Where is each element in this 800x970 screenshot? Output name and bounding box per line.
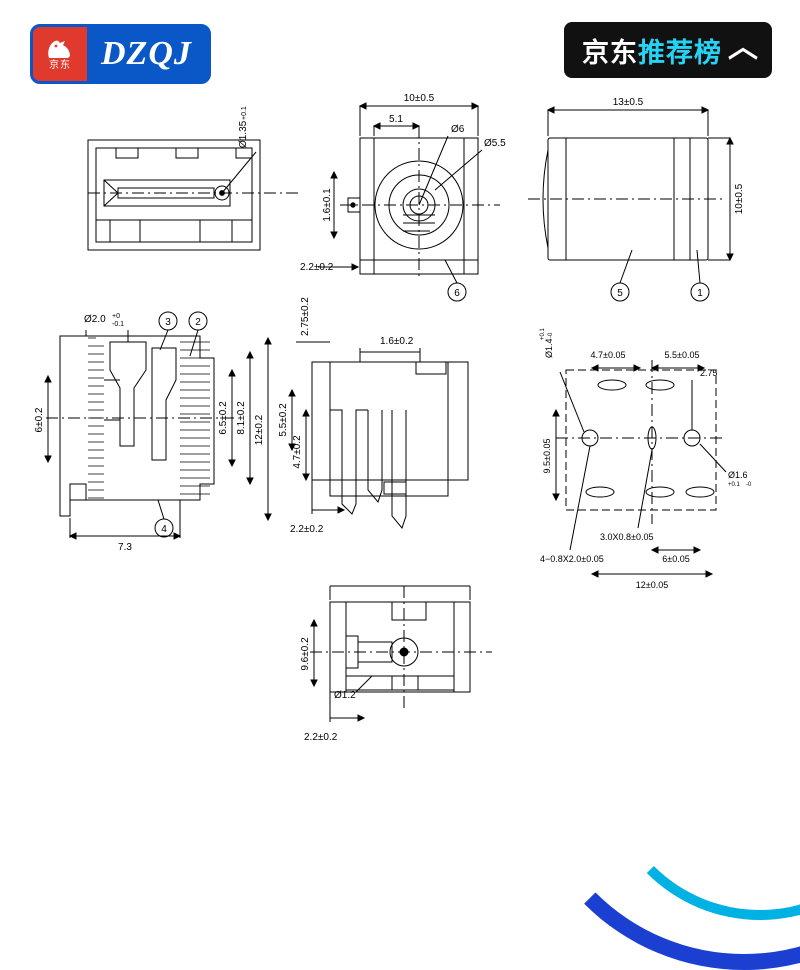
svg-text:1: 1	[697, 288, 703, 299]
svg-text:-0.1: -0.1	[112, 321, 124, 328]
svg-text:5: 5	[617, 288, 623, 299]
svg-text:4.7±0.05: 4.7±0.05	[591, 350, 626, 360]
svg-text:+0.1: +0.1	[728, 482, 741, 488]
svg-text:2.2±0.2: 2.2±0.2	[300, 262, 334, 273]
svg-text:3.0X0.8±0.05: 3.0X0.8±0.05	[600, 532, 653, 542]
svg-text:6±0.2: 6±0.2	[34, 407, 45, 432]
svg-text:10±0.5: 10±0.5	[404, 93, 435, 104]
svg-text:1.6±0.1: 1.6±0.1	[322, 188, 333, 222]
section-view: Ø2.0 +0 -0.1 3 2 4 6±0.2	[34, 311, 236, 553]
technical-drawing: Ø1.35 +0.1	[0, 80, 800, 780]
jd-logo-text: 京东	[49, 59, 71, 71]
svg-text:9.6±0.2: 9.6±0.2	[300, 637, 311, 671]
svg-text:6.5±0.2: 6.5±0.2	[218, 401, 229, 435]
svg-text:6±0.05: 6±0.05	[662, 554, 689, 564]
svg-text:5.1: 5.1	[389, 114, 403, 125]
svg-text:3: 3	[165, 317, 171, 328]
svg-text:2.75: 2.75	[700, 368, 718, 378]
svg-text:9.5±0.05: 9.5±0.05	[542, 439, 552, 474]
svg-text:4.7±0.2: 4.7±0.2	[292, 435, 303, 469]
svg-text:2.2±0.2: 2.2±0.2	[290, 524, 324, 535]
front-view: 10±0.5 5.1 Ø6 Ø5.5 1.6±0.1	[300, 93, 506, 302]
recommendation-ribbon: 京东 推荐榜 ︿	[564, 22, 772, 78]
svg-text:+0.1: +0.1	[540, 327, 546, 340]
svg-text:Ø1.35: Ø1.35	[238, 120, 249, 148]
svg-text:+0.1: +0.1	[241, 106, 248, 120]
svg-text:5.5±0.2: 5.5±0.2	[278, 403, 289, 437]
bottom-center-view: 9.6±0.2 Ø1.2 2.2±0.2	[300, 585, 492, 743]
chevron-up-icon: ︿	[728, 31, 758, 64]
top-left-view: Ø1.35 +0.1	[87, 106, 300, 251]
svg-text:8.1±0.2: 8.1±0.2	[236, 401, 247, 435]
svg-text:13±0.5: 13±0.5	[613, 97, 644, 108]
svg-text:4−0.8X2.0±0.05: 4−0.8X2.0±0.05	[540, 554, 604, 564]
jd-dog-icon	[45, 38, 75, 60]
svg-text:Ø1.2: Ø1.2	[334, 690, 356, 701]
ribbon-text-primary: 京东	[582, 37, 638, 68]
svg-text:1.6±0.2: 1.6±0.2	[380, 336, 414, 347]
svg-text:Ø5.5: Ø5.5	[484, 138, 506, 149]
ribbon-text-accent: 推荐榜	[638, 37, 722, 68]
drawing-svg: Ø1.35 +0.1	[34, 93, 752, 743]
svg-text:2.75±0.2: 2.75±0.2	[300, 297, 311, 336]
svg-text:+0: +0	[112, 313, 120, 320]
svg-text:7.3: 7.3	[118, 542, 132, 553]
svg-text:2: 2	[195, 317, 201, 328]
svg-text:4: 4	[161, 524, 167, 535]
right-view: 13±0.5 10±0.5 5 1	[528, 97, 745, 302]
brand-name: DZQJ	[101, 35, 192, 72]
bottom-view: 2.75±0.2 1.6±0.2 5.5±0.2 4.7±0.2 2.2±0.2	[278, 297, 469, 535]
svg-text:Ø1.6: Ø1.6	[728, 470, 748, 480]
section-dims: 6.5±0.2 8.1±0.2 12±0.2	[218, 336, 272, 522]
brand-badge: 京东 DZQJ	[30, 24, 211, 84]
jd-logo: 京东	[33, 27, 87, 81]
page-root: 京东 DZQJ 京东 推荐榜 ︿	[0, 22, 800, 970]
svg-text:5.5±0.05: 5.5±0.05	[665, 350, 700, 360]
svg-text:Ø1.4: Ø1.4	[544, 338, 554, 358]
svg-text:12±0.05: 12±0.05	[636, 580, 668, 590]
svg-text:6: 6	[454, 288, 460, 299]
pcb-footprint-view: 4.7±0.05 5.5±0.05 2.75 Ø1.4 +0.1 -0 9.5±…	[540, 327, 752, 590]
svg-text:-0: -0	[548, 332, 554, 338]
svg-text:-0: -0	[746, 482, 752, 488]
svg-text:10±0.5: 10±0.5	[734, 183, 745, 214]
svg-text:2.2±0.2: 2.2±0.2	[304, 732, 338, 743]
svg-text:Ø6: Ø6	[451, 124, 465, 135]
svg-text:12±0.2: 12±0.2	[254, 414, 265, 445]
svg-text:Ø2.0: Ø2.0	[84, 314, 106, 325]
